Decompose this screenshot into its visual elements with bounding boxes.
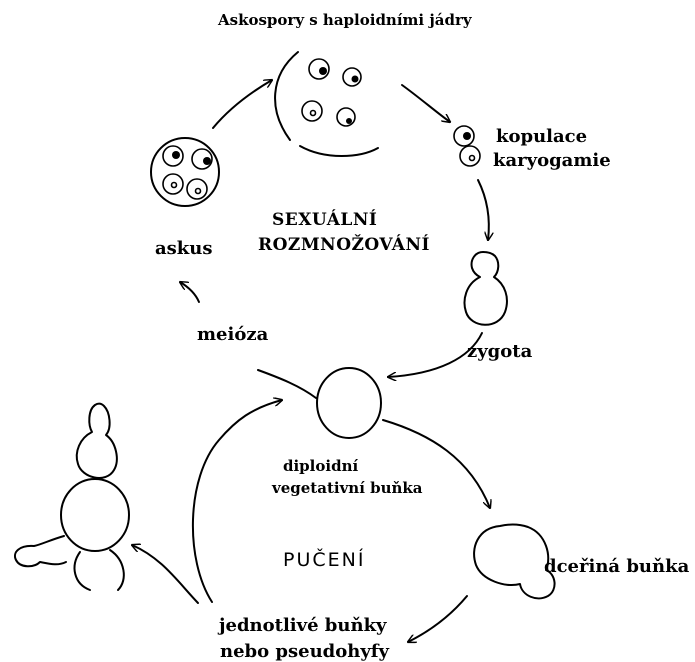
- label-askus: askus: [155, 240, 213, 258]
- label-jednotlive-bunky: jednotlivé buňky: [219, 617, 387, 635]
- label-meioza: meióza: [197, 326, 268, 344]
- arrow-pseudohyphae-to-diploid: [193, 400, 282, 602]
- ascospore: [309, 59, 329, 79]
- arrow-ascus-to-spores: [213, 80, 272, 128]
- arrow-spores-to-kopulace: [402, 85, 450, 122]
- ascospore: [343, 68, 361, 86]
- title: Askospory s haploidními jádry: [218, 13, 472, 28]
- arrow-karyogamie-to-zygote: [478, 180, 489, 240]
- arrow-daughter-to-bunky: [408, 596, 467, 642]
- label-zygota: zygota: [467, 343, 532, 361]
- label-kopulace: kopulace: [496, 128, 587, 146]
- label-dcerina-bunka: dceřiná buňka: [544, 558, 689, 576]
- label-karyogamie: karyogamie: [493, 152, 611, 170]
- ascus: [151, 138, 219, 206]
- curve-diploid-to-meioza: [258, 370, 316, 398]
- daughter-cell: [474, 525, 555, 599]
- label-diploidni: diploidní: [283, 459, 358, 474]
- label-sexualni: SEXUÁLNÍ: [272, 212, 377, 229]
- label-puceni: PUČENÍ: [283, 551, 365, 570]
- ascospore-arc-bottom: [300, 146, 378, 156]
- zygote: [465, 252, 507, 325]
- label-pseudohyfy: nebo pseudohyfy: [220, 643, 389, 661]
- copulating-cells: [454, 126, 480, 166]
- ascospore-arc-left: [275, 52, 298, 140]
- ascospore: [337, 108, 355, 126]
- label-vegetativni-bunka: vegetativní buňka: [272, 481, 423, 496]
- diploid-cell: [317, 368, 381, 438]
- arrow-meioza-to-askus: [180, 282, 199, 302]
- ascospore: [302, 101, 322, 121]
- pseudohyphae: [15, 404, 129, 590]
- ascospores: [275, 52, 378, 156]
- label-rozmnozovani: ROZMNOŽOVÁNÍ: [258, 237, 430, 254]
- arrow-bunky-to-pseudohyphae: [132, 545, 198, 603]
